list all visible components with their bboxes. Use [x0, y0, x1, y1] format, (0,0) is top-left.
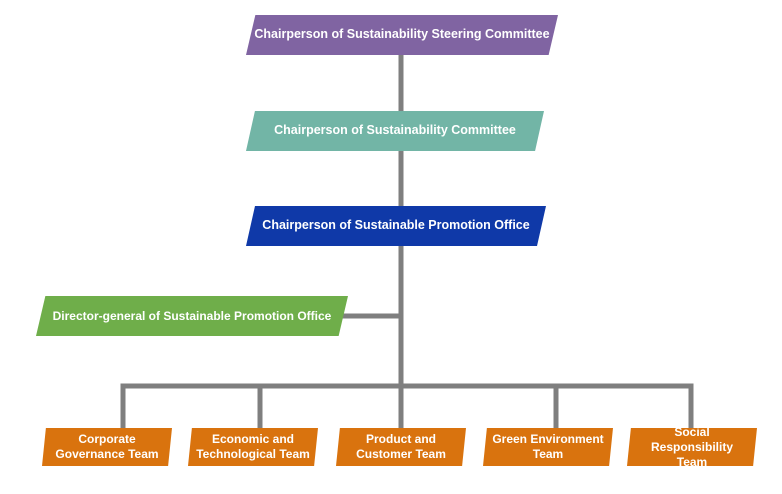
node-promotion-office-chair: Chairperson of Sustainable Promotion Off… — [246, 206, 546, 246]
node-social-responsibility-team: Social Responsibility Team — [627, 428, 757, 466]
team-label-line2: Technological Team — [196, 447, 310, 461]
node-label: Chairperson of Sustainability Steering C… — [254, 27, 550, 42]
node-promotion-office-director: Director-general of Sustainable Promotio… — [36, 296, 348, 336]
team-label-line1: Green Environment — [492, 432, 604, 446]
node-label: Director-general of Sustainable Promotio… — [52, 308, 332, 323]
node-economic-technological-team: Economic and Technological Team — [188, 428, 318, 466]
node-corporate-governance-team: Corporate Governance Team — [42, 428, 172, 466]
team-label-line2: Customer Team — [356, 447, 446, 461]
team-label-line1: Product and — [365, 432, 436, 446]
team-label-line2: Team — [676, 454, 708, 469]
node-green-environment-team: Green Environment Team — [483, 428, 613, 466]
node-label: Chairperson of Sustainable Promotion Off… — [262, 218, 530, 233]
node-product-customer-team: Product and Customer Team — [336, 428, 466, 466]
node-label: Chairperson of Sustainability Committee — [274, 123, 516, 138]
team-label-line1: Corporate — [78, 432, 136, 446]
node-sustainability-committee-chair: Chairperson of Sustainability Committee — [246, 111, 544, 151]
team-label-line1: Economic and — [211, 432, 294, 446]
team-label-line1: Social Responsibility — [650, 424, 733, 454]
team-label-line2: Governance Team — [55, 447, 159, 461]
node-steering-committee-chair: Chairperson of Sustainability Steering C… — [246, 15, 558, 55]
team-label-line2: Team — [532, 447, 564, 461]
